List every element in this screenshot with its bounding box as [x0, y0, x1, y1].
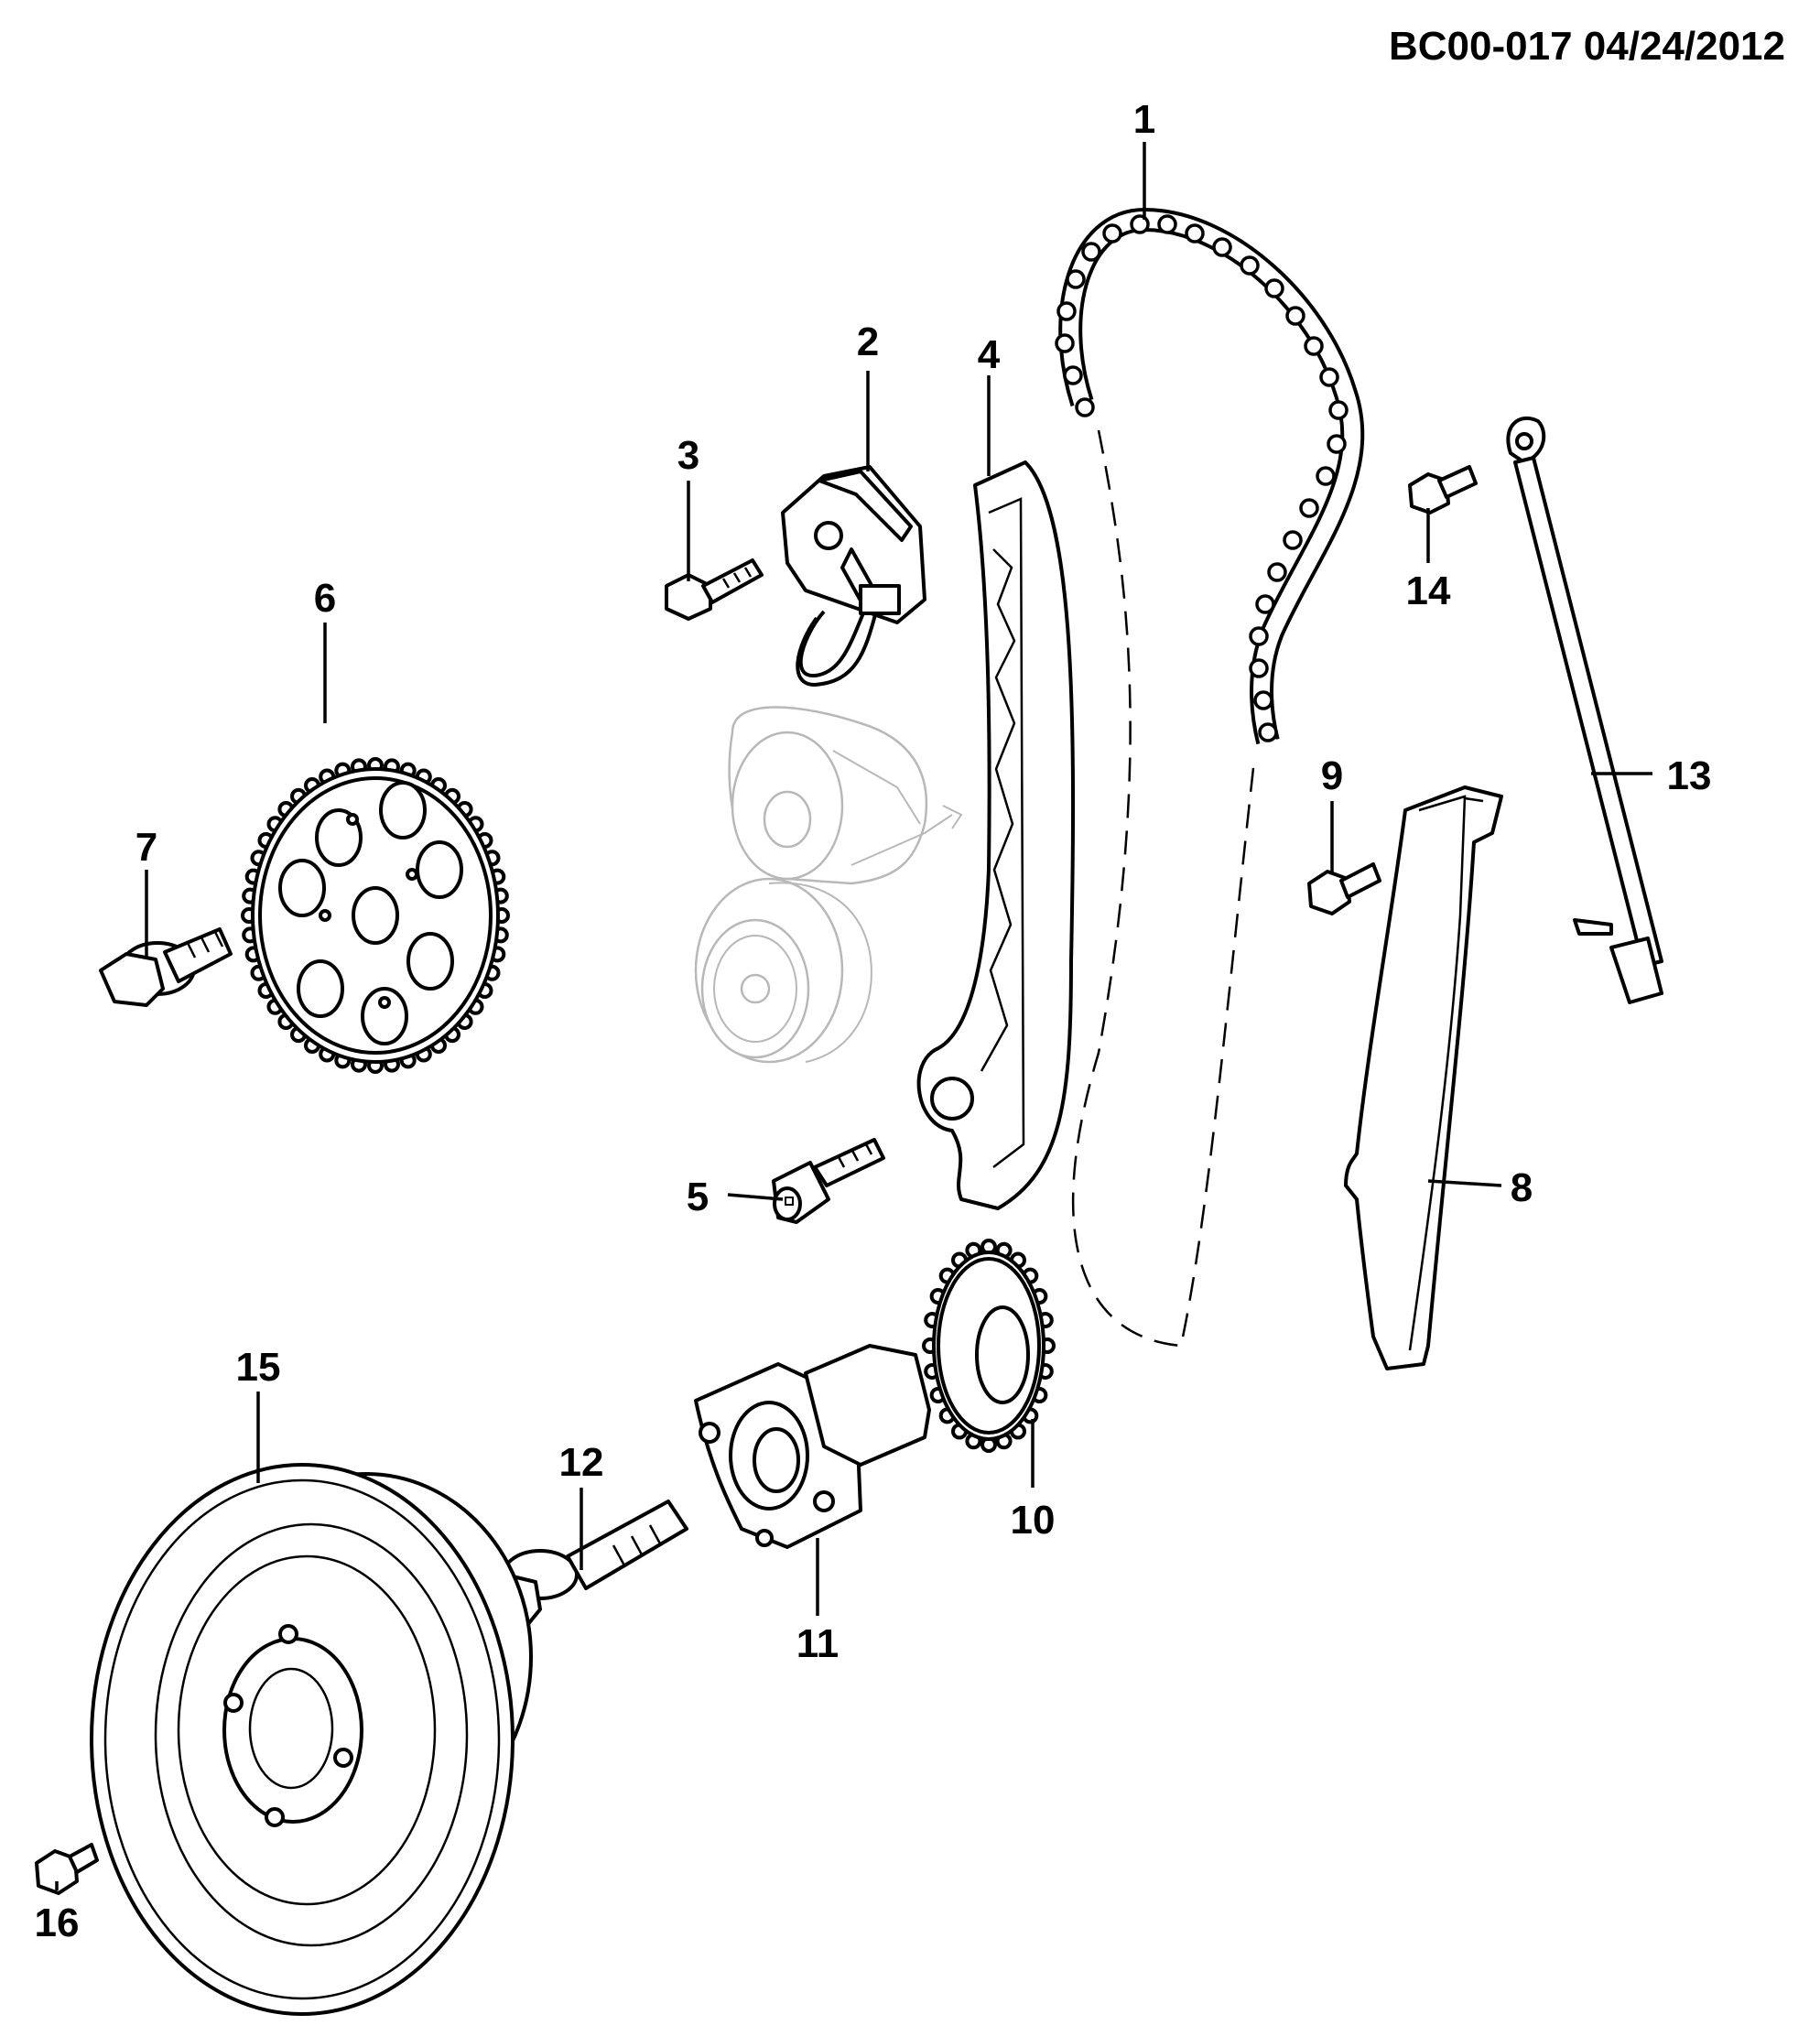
callout-15: 15 [236, 1345, 281, 1390]
chain-roller [1328, 400, 1349, 420]
timing-chain [1055, 207, 1365, 1348]
camshaft-sprocket-bolt [99, 927, 233, 1007]
camshaft-sprocket [241, 757, 510, 1074]
chain-roller [1102, 223, 1122, 244]
callout-13: 13 [1667, 753, 1712, 798]
sprocket-hole [361, 987, 408, 1045]
callout-11: 11 [796, 1621, 840, 1666]
tensioner-bolt [665, 558, 764, 621]
crankshaft-hub [694, 1344, 931, 1549]
chain-oil-nozzle [1506, 416, 1663, 1004]
chain-roller [1056, 301, 1077, 321]
chain-roller [1055, 333, 1075, 353]
chain-roller [1075, 397, 1095, 417]
sprocket-hole [379, 781, 427, 839]
chain-roller [1283, 530, 1303, 550]
pulley-bolt [35, 1843, 99, 1895]
callout-2: 2 [857, 319, 879, 364]
sprocket-hole [297, 959, 344, 1018]
fixed-guide-rail [1344, 785, 1503, 1370]
tensioner-guide-rail [916, 460, 1076, 1210]
chain-roller [1253, 690, 1273, 710]
callout-12: 12 [559, 1440, 604, 1485]
chain-roller [1299, 498, 1319, 518]
sprocket-hole [416, 840, 463, 899]
chain-roller [1212, 237, 1232, 257]
chain-roller [1267, 562, 1287, 582]
chain-roller [1130, 214, 1150, 234]
belt-tensioner-reference-ghost [694, 706, 963, 1064]
chain-roller [1063, 365, 1083, 385]
callout-7: 7 [135, 825, 157, 870]
chain-roller [1316, 466, 1336, 486]
chain-roller [1185, 223, 1205, 244]
callout-6: 6 [314, 576, 336, 621]
sprocket-hole [278, 859, 326, 917]
chain-roller [1249, 658, 1269, 678]
chain-roller [1157, 214, 1177, 234]
crankshaft-sprocket [922, 1239, 1056, 1453]
callout-9: 9 [1321, 753, 1343, 798]
chain-roller [1327, 434, 1347, 454]
chain-roller [1081, 242, 1101, 262]
chain-roller [1264, 278, 1284, 298]
sprocket-hole [352, 886, 399, 945]
guide-rail-bolt [1307, 862, 1381, 915]
chain-tensioner [781, 465, 926, 687]
diagram-code-date: BC00-017 04/24/2012 [1389, 24, 1785, 69]
oil-nozzle-bolt [1408, 465, 1478, 514]
chain-roller [1304, 336, 1324, 356]
guide-pin-bolt [772, 1138, 885, 1224]
callout-5: 5 [687, 1175, 709, 1219]
chain-roller [1255, 594, 1275, 614]
chain-roller [1285, 306, 1305, 326]
chain-roller [1240, 255, 1260, 276]
callout-16: 16 [35, 1901, 80, 1945]
chain-roller [1249, 626, 1269, 646]
callout-labels: 1 2 3 4 5 6 7 8 9 10 11 12 13 14 15 16 [35, 97, 1712, 1945]
chain-roller [1066, 269, 1086, 289]
callout-10: 10 [1011, 1498, 1056, 1543]
callout-8: 8 [1511, 1165, 1533, 1210]
chain-roller [1319, 367, 1339, 387]
callout-4: 4 [978, 332, 1001, 377]
callout-1: 1 [1133, 97, 1155, 142]
chain-links [1055, 214, 1349, 742]
callout-3: 3 [677, 433, 699, 478]
leader-lines [55, 142, 1652, 1890]
callout-14: 14 [1406, 569, 1451, 613]
crankshaft-pulley [90, 1463, 533, 2016]
sprocket-hole [406, 932, 454, 991]
chain-roller [1258, 722, 1278, 742]
